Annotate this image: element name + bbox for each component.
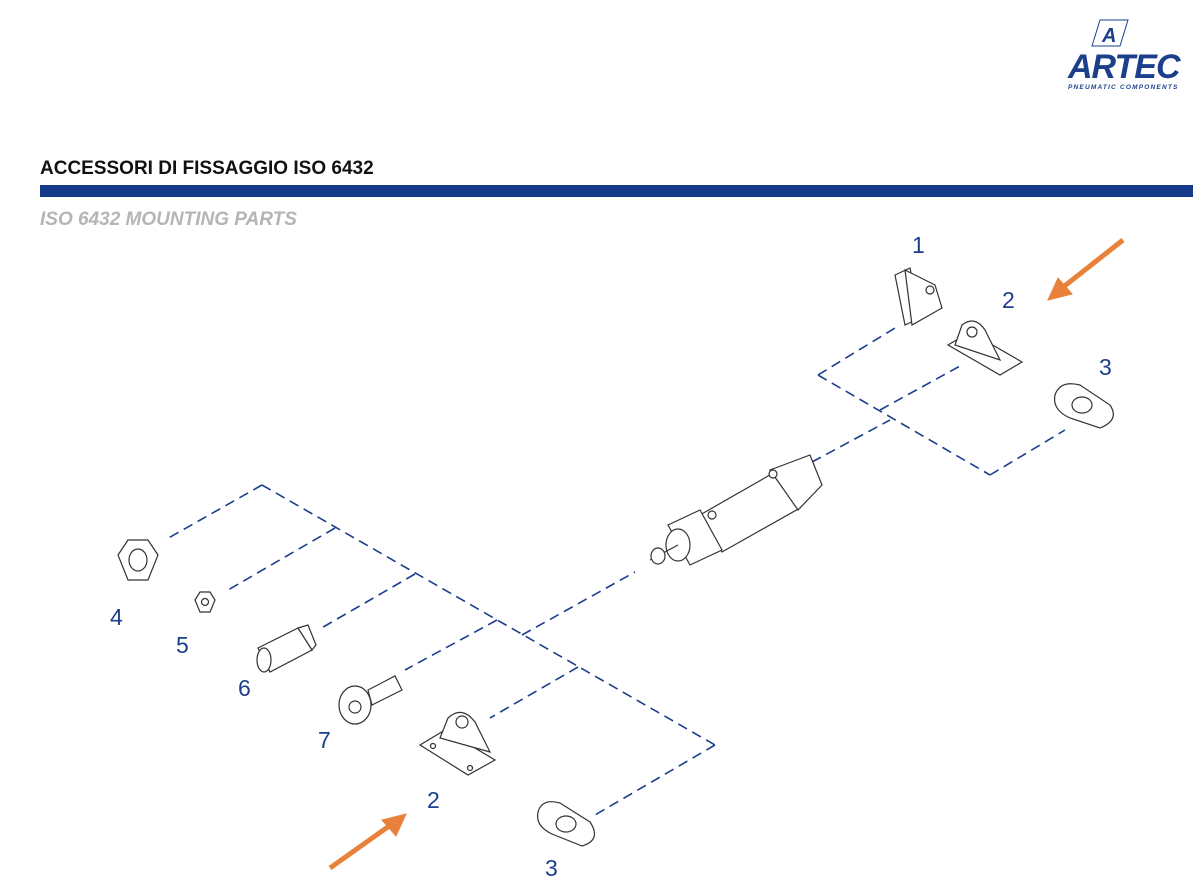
part-3-flange-top <box>1053 383 1114 429</box>
callout-5: 5 <box>176 632 189 658</box>
part-4-hex-nut <box>117 539 159 581</box>
title-divider <box>40 185 1193 197</box>
callout-3-bottom: 3 <box>545 855 558 881</box>
part-2-pivot-bracket-bottom <box>418 711 497 776</box>
arrow-top-icon <box>1047 238 1125 301</box>
callout-6: 6 <box>238 675 251 701</box>
logo-brand: ARTEC <box>1068 48 1180 86</box>
callout-2-top: 2 <box>1002 287 1015 313</box>
part-6-rod-clevis <box>256 624 317 673</box>
part-5-small-nut <box>194 591 216 613</box>
parts <box>117 267 1114 847</box>
callout-2-bottom: 2 <box>427 787 440 813</box>
artec-logo: A ARTEC PNEUMATIC COMPONENTS <box>1062 18 1192 93</box>
arrow-bottom-icon <box>328 813 407 871</box>
logo-mark-icon: A <box>1091 19 1129 47</box>
page-title: ACCESSORI DI FISSAGGIO ISO 6432 <box>40 158 374 179</box>
orange-arrows <box>328 238 1125 871</box>
part-7-rod-eye <box>338 675 403 725</box>
cylinder-part <box>649 454 823 566</box>
page-subtitle: ISO 6432 MOUNTING PARTS <box>40 209 297 230</box>
logo-tagline: PNEUMATIC COMPONENTS <box>1068 84 1179 91</box>
svg-text:A: A <box>1101 25 1116 47</box>
callout-3-top: 3 <box>1099 354 1112 380</box>
callout-7: 7 <box>318 727 331 753</box>
dashed-leader-lines <box>164 327 1066 816</box>
callout-4: 4 <box>110 604 123 630</box>
part-2-pivot-bracket-top <box>946 320 1024 376</box>
part-3-flange-bottom <box>536 801 596 847</box>
callout-1: 1 <box>912 232 925 258</box>
part-1-clevis-bracket <box>894 267 943 326</box>
